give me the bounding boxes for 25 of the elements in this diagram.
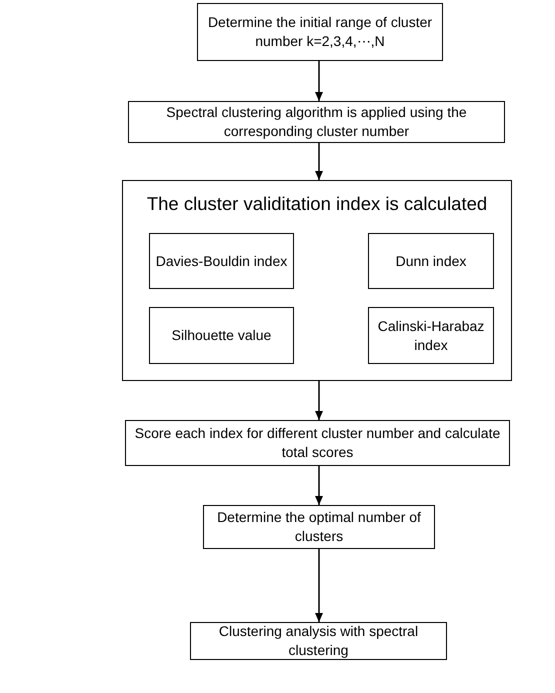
process-box — [149, 307, 294, 364]
step-text: Dunn index — [394, 252, 468, 270]
step-text: Davies-Bouldin index — [154, 252, 288, 270]
process-box — [368, 233, 494, 289]
process-box — [149, 233, 294, 289]
step-text: Silhouette value — [170, 326, 272, 345]
process-box — [368, 307, 494, 364]
step-text: Score each index for different cluster number and calculate total scores — [134, 424, 502, 462]
arrow — [315, 61, 323, 101]
step-text: Determine the optimal number of clusters — [216, 508, 422, 546]
process-box — [203, 505, 435, 549]
process-box — [128, 101, 505, 143]
process-box — [190, 622, 447, 660]
process-box — [125, 420, 510, 466]
process-box — [197, 3, 443, 61]
step-text: Clustering analysis with spectral clustering — [218, 622, 420, 660]
group-box — [122, 180, 512, 381]
arrow — [315, 381, 323, 420]
arrow — [315, 549, 323, 622]
step-text: Determine the initial range of cluster number k=2,3,4,⋯,N — [206, 13, 434, 51]
arrow — [315, 143, 323, 180]
step-text: Spectral clustering algorithm is applied using the corresponding cluster number — [165, 103, 468, 141]
step-text: Calinski-Harabaz index — [376, 316, 486, 354]
arrow — [315, 466, 323, 505]
group-heading: The cluster validitation index is calculated — [146, 193, 488, 215]
